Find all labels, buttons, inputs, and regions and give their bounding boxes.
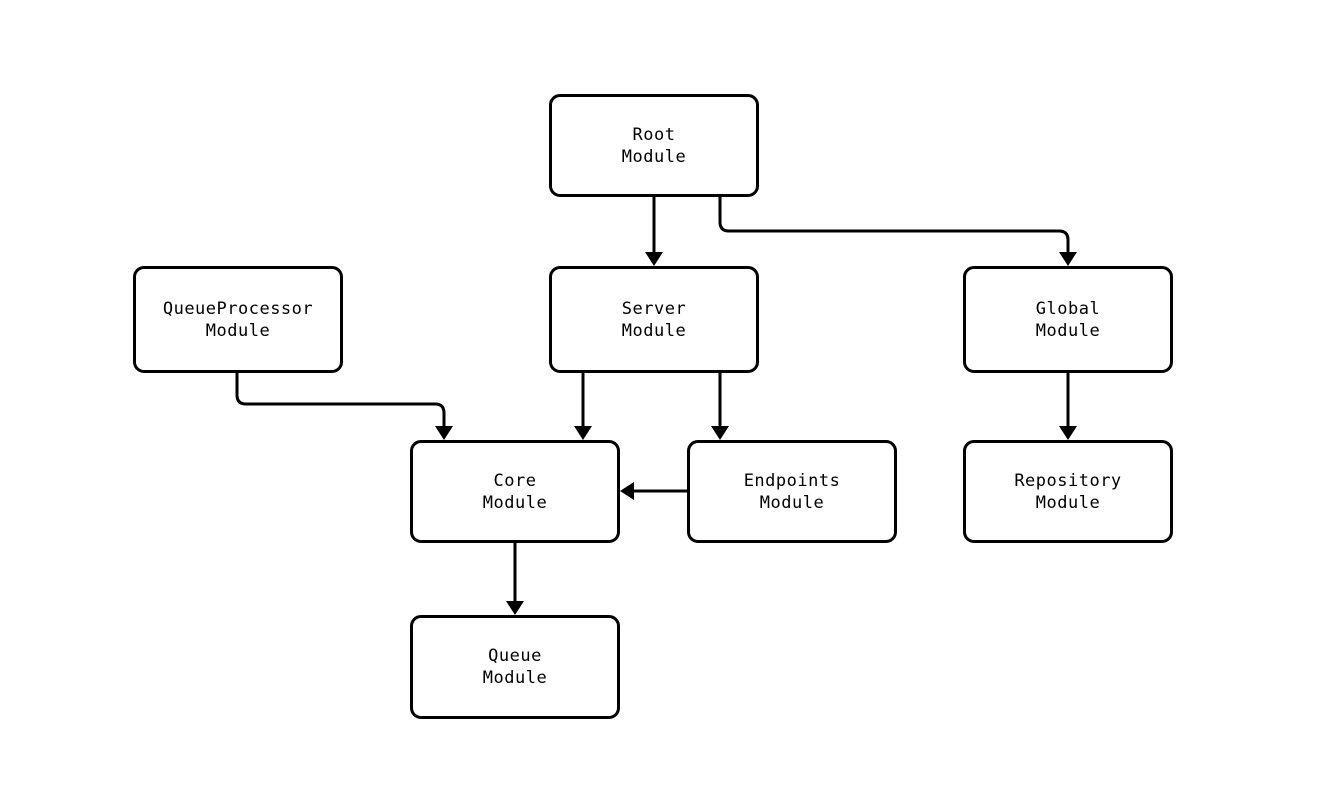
node-repository-label-line1: Repository	[1014, 470, 1122, 491]
edge-queueprocessor-to-core	[235, 373, 446, 429]
node-server[interactable]: Server Module	[549, 266, 759, 373]
node-root-label-line2: Module	[621, 146, 687, 167]
node-repository[interactable]: Repository Module	[963, 440, 1173, 543]
node-global-label-line2: Module	[1035, 320, 1101, 341]
node-queueprocessor-label-line2: Module	[205, 320, 271, 341]
edge-root-to-global	[718, 197, 1070, 255]
node-core-label-line2: Module	[482, 492, 548, 513]
arrowhead-global-to-repository	[1059, 426, 1077, 440]
arrowhead-root-to-server	[645, 252, 663, 266]
node-endpoints[interactable]: Endpoints Module	[687, 440, 897, 543]
node-global[interactable]: Global Module	[963, 266, 1173, 373]
node-queueprocessor-label-line1: QueueProcessor	[162, 298, 314, 319]
arrowhead-queueprocessor-to-core	[435, 426, 453, 440]
node-root-label-line1: Root	[632, 124, 676, 145]
node-queueprocessor[interactable]: QueueProcessor Module	[133, 266, 343, 373]
node-core[interactable]: Core Module	[410, 440, 620, 543]
arrowhead-endpoints-to-core	[620, 482, 634, 500]
node-queue[interactable]: Queue Module	[410, 615, 620, 719]
node-endpoints-label-line2: Module	[759, 492, 825, 513]
arrowhead-core-to-queue	[506, 601, 524, 615]
node-queue-label-line2: Module	[482, 668, 548, 688]
node-server-label-line2: Module	[621, 320, 687, 341]
node-queue-label-line1: Queue	[488, 646, 542, 666]
edges-group	[235, 197, 1070, 604]
arrowhead-server-to-core	[574, 426, 592, 440]
node-root[interactable]: Root Module	[549, 94, 759, 197]
arrowhead-server-to-endpoints	[711, 426, 729, 440]
node-repository-label-line2: Module	[1035, 492, 1101, 513]
node-server-label-line1: Server	[621, 298, 687, 319]
node-global-label-line1: Global	[1035, 298, 1101, 319]
arrowhead-root-to-global	[1059, 252, 1077, 266]
node-core-label-line1: Core	[493, 470, 537, 491]
node-endpoints-label-line1: Endpoints	[743, 470, 841, 491]
